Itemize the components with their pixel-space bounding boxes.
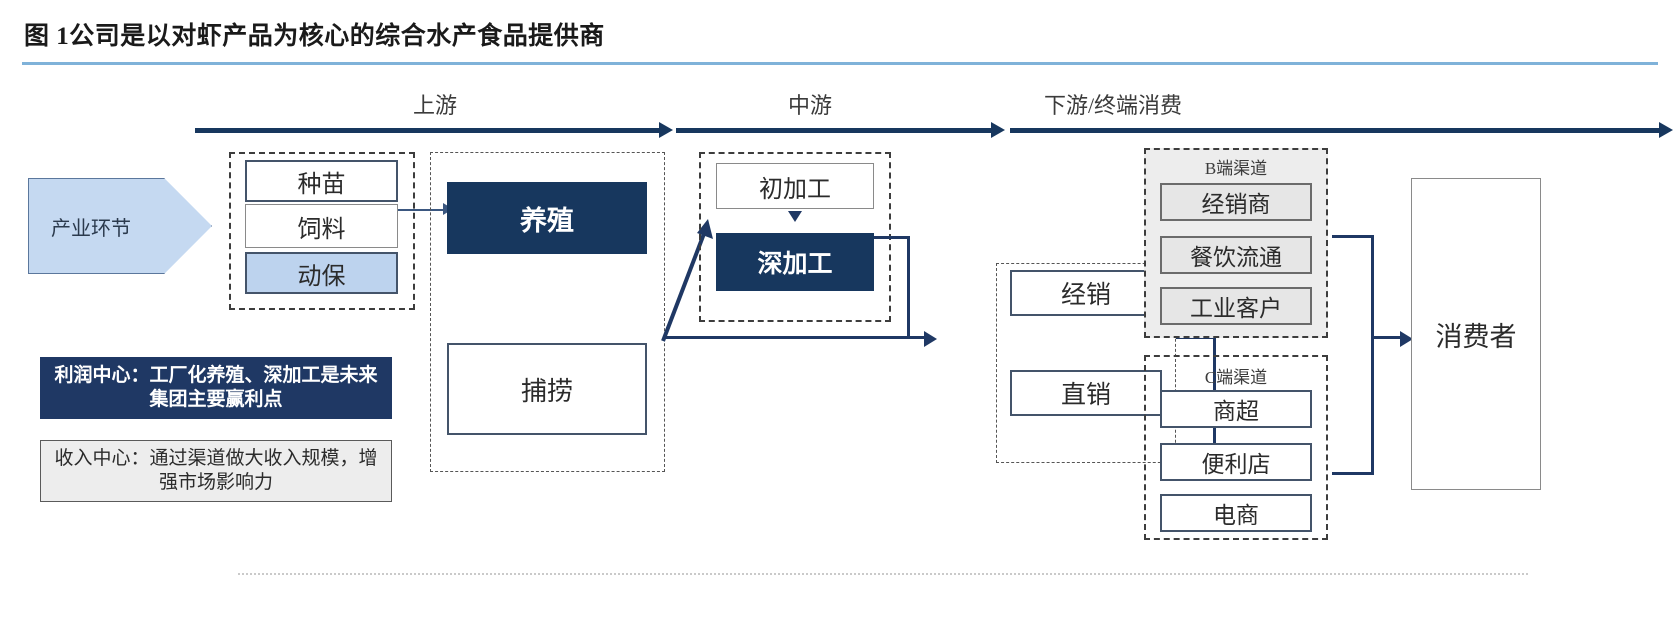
b-channel-caption: B端渠道 (1204, 159, 1268, 178)
upstream-input-seedling: 种苗 (245, 160, 398, 202)
b-channel-industrial: 工业客户 (1160, 287, 1312, 325)
stage-arrow-midstream (676, 122, 1005, 138)
figure-title: 图 1公司是以对虾产品为核心的综合水产食品提供商 (24, 23, 605, 50)
upstream-inputs-group (229, 152, 415, 310)
connector-production-baseline (663, 336, 928, 339)
stage-label-upstream: 上游 (412, 93, 457, 118)
b-channel-dealer: 经销商 (1160, 183, 1312, 221)
sales-mode-distribution: 经销 (1010, 270, 1162, 316)
sales-mode-direct: 直销 (1010, 370, 1162, 416)
upstream-input-animal-health: 动保 (245, 252, 398, 294)
c-channel-caption: C端渠道 (1204, 368, 1268, 387)
stage-arrow-upstream (195, 122, 673, 138)
connector-sales-split (1213, 243, 1216, 453)
arrowhead-to-consumer (1400, 331, 1413, 347)
upstream-input-feed: 饲料 (245, 204, 398, 248)
connector-consumer-merge (1371, 235, 1374, 475)
c-channel-ecommerce: 电商 (1160, 494, 1312, 532)
production-fishing: 捕捞 (447, 343, 647, 435)
sales-modes-group (996, 263, 1176, 463)
c-channel-group: C端渠道 (1144, 355, 1328, 540)
legend-revenue-center: 收入中心：通过渠道做大收入规模，增强市场影响力 (40, 440, 392, 502)
c-channel-convenience: 便利店 (1160, 443, 1312, 481)
connector-production-to-processing (661, 219, 713, 342)
c-channel-supermarket: 商超 (1160, 390, 1312, 428)
consumer-box: 消费者 (1411, 178, 1541, 490)
connector-inputs-to-farming (398, 209, 446, 211)
stage-label-downstream: 下游/终端消费 (1043, 93, 1183, 118)
industry-stage-chevron: 产业环节 (28, 178, 212, 274)
production-farming: 养殖 (447, 182, 647, 254)
connector-deep-down (907, 236, 910, 336)
processing-primary: 初加工 (716, 163, 874, 209)
legend-profit-center: 利润中心：工厂化养殖、深加工是未来集团主要赢利点 (40, 357, 392, 419)
production-group (430, 152, 665, 472)
title-divider (22, 62, 1658, 65)
connector-consumer-in (1371, 336, 1403, 339)
connector-b-to-consumer (1332, 235, 1374, 238)
connector-c-to-consumer (1332, 472, 1374, 475)
arrowhead-production-to-sales (924, 331, 937, 347)
stage-arrow-downstream (1010, 122, 1673, 138)
industry-stage-label: 产业环节 (51, 217, 131, 240)
b-channel-foodservice: 餐饮流通 (1160, 236, 1312, 274)
stage-label-midstream: 中游 (787, 93, 832, 118)
processing-deep: 深加工 (716, 233, 874, 291)
arrowhead-primary-to-deep (788, 211, 802, 222)
connector-deep-right (874, 236, 910, 239)
source-divider (238, 573, 1528, 575)
